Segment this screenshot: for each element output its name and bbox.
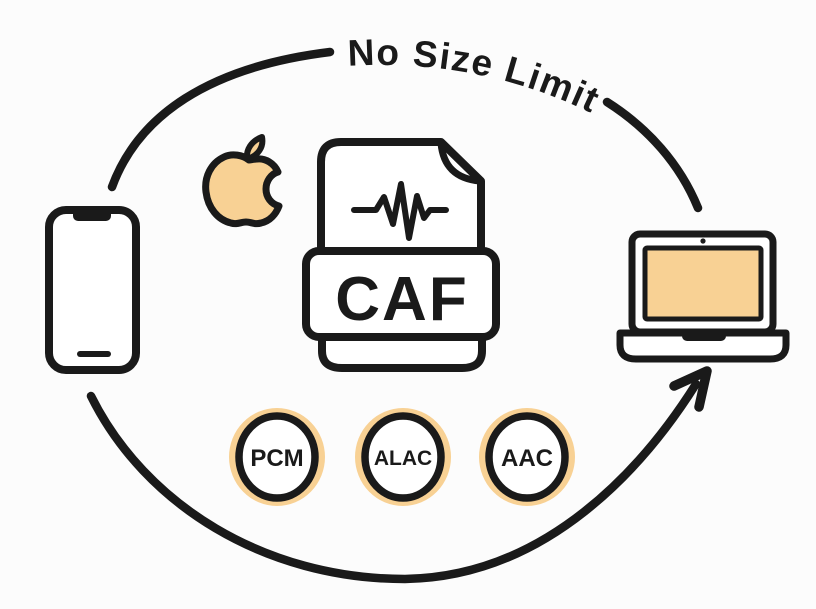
apple-leaf bbox=[243, 134, 266, 162]
laptop-base bbox=[616, 329, 790, 363]
badge-inner-ring bbox=[361, 412, 445, 502]
caf-file-icon: CAF bbox=[302, 138, 500, 372]
no-size-limit-label: No Size Limit bbox=[347, 32, 607, 121]
laptop-camera-dot bbox=[700, 238, 706, 244]
codec-badges: PCM ALAC AAC bbox=[229, 408, 575, 506]
laptop-icon bbox=[616, 230, 790, 363]
codec-label: ALAC bbox=[374, 447, 432, 470]
curved-arrow-icon bbox=[86, 47, 712, 584]
smartphone-icon bbox=[45, 206, 140, 374]
phone-notch bbox=[73, 209, 111, 221]
file-fold-corner bbox=[437, 139, 484, 185]
top-left-arc bbox=[107, 47, 335, 192]
laptop-trackpad-notch bbox=[682, 331, 726, 341]
arrowhead-icon bbox=[669, 366, 712, 412]
codec-label: PCM bbox=[250, 445, 303, 472]
codec-badge-alac: ALAC bbox=[355, 408, 451, 506]
file-extension-label: CAF bbox=[335, 265, 468, 334]
audio-waveform-icon bbox=[351, 181, 449, 241]
apple-logo-icon bbox=[202, 134, 283, 228]
codec-badge-aac: AAC bbox=[479, 408, 575, 506]
codec-badge-pcm: PCM bbox=[229, 408, 325, 506]
top-right-arc bbox=[602, 97, 703, 213]
badge-inner-ring bbox=[235, 412, 319, 502]
bottom-arc bbox=[86, 379, 701, 584]
file-label-band bbox=[302, 247, 500, 341]
codec-label: AAC bbox=[501, 445, 553, 472]
badge-inner-ring bbox=[485, 412, 569, 502]
laptop-display bbox=[642, 245, 764, 322]
apple-body bbox=[202, 151, 283, 228]
phone-body bbox=[45, 206, 140, 374]
